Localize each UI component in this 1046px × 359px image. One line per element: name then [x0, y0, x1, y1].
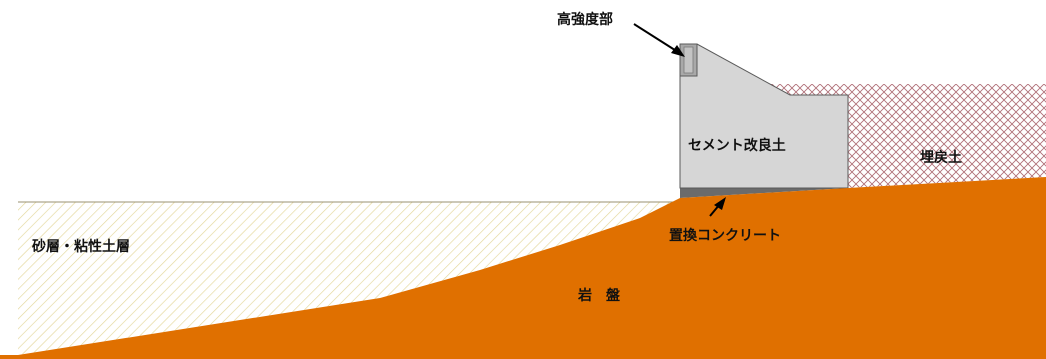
backfill-layer: [768, 84, 1046, 188]
bedrock-layer: [0, 177, 1046, 359]
high-strength-core: [683, 46, 694, 74]
cement-soil-label: セメント改良土: [688, 137, 786, 154]
backfill-label: 埋戻土: [920, 149, 962, 166]
sand-clay-label: 砂層・粘性土層: [31, 238, 130, 255]
replacement-concrete-label: 置換コンクリート: [669, 227, 781, 244]
sand-clay-layer: [18, 202, 680, 355]
bedrock-label: 岩 盤: [577, 287, 621, 304]
cement-improved-soil-body: [679, 43, 849, 189]
high-strength-label: 高強度部: [557, 11, 613, 28]
replacement-concrete-arrowhead: [714, 197, 726, 210]
high-strength-arrow: [633, 23, 679, 53]
high-strength-arrowhead: [671, 45, 685, 57]
